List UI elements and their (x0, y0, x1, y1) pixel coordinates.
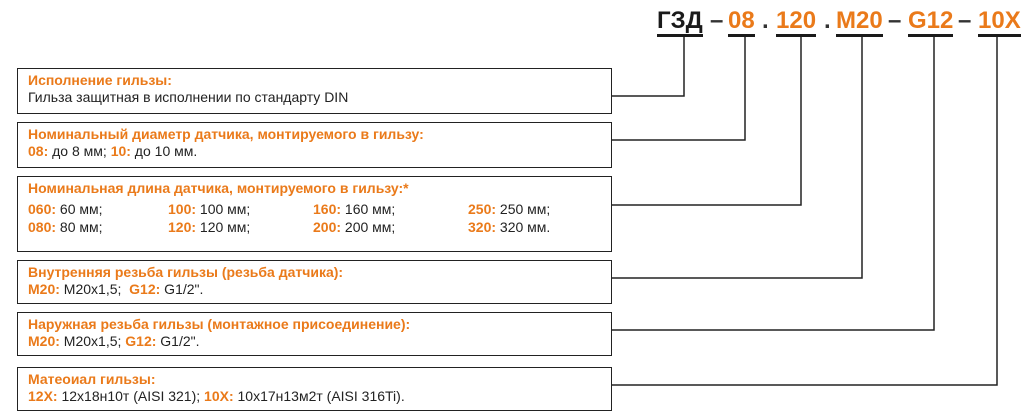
code-dot: . (824, 7, 831, 34)
option-code: 250: (468, 201, 497, 217)
box-text: 08: до 8 мм; 10: до 10 мм. (28, 143, 601, 160)
box-title: Матеоиал гильзы: (28, 371, 156, 387)
option-code: M20: (28, 333, 60, 349)
option-code: 100: (168, 201, 197, 217)
box-text: M20: M20x1,5; G12: G1/2". (28, 333, 601, 350)
length-option: 120: 120 мм; (168, 219, 250, 236)
option-code: 080: (28, 219, 57, 235)
box-sensor-diameter: Номинальный диаметр датчика, монтируемог… (17, 122, 612, 168)
code-length: 120 (776, 8, 817, 37)
box-title: Исполнение гильзы: (28, 72, 172, 88)
code-prefix: ГЗД (657, 8, 703, 37)
connector-prefix (612, 36, 685, 97)
box-title: Номинальный диаметр датчика, монтируемог… (28, 126, 424, 142)
option-text: до 10 мм. (130, 143, 198, 159)
box-text: M20: M20x1,5; G12: G1/2". (28, 281, 601, 298)
box-text: 12X: 12х18н10т (AISI 321); 10X: 10х17н13… (28, 388, 601, 405)
option-text: 160 мм; (341, 201, 396, 217)
length-option: 250: 250 мм; (468, 201, 550, 218)
option-text: 12х18н10т (AISI 321); (57, 388, 205, 404)
option-code: 060: (28, 201, 57, 217)
option-code: 160: (313, 201, 342, 217)
length-option: 080: 80 мм; (28, 219, 103, 236)
option-code: 08: (28, 143, 49, 159)
length-option: 160: 160 мм; (313, 201, 395, 218)
code-diameter: 08 (728, 8, 755, 37)
option-text: 120 мм; (196, 219, 251, 235)
option-text: 60 мм; (56, 201, 103, 217)
option-text: M20x1,5; (59, 333, 126, 349)
box-text: Гильза защитная в исполнении по стандарт… (28, 89, 349, 105)
connector-inner-thread (612, 36, 863, 279)
connector-outer-thread (612, 36, 935, 331)
option-text: до 8 мм; (48, 143, 111, 159)
length-options: 060: 60 мм; 100: 100 мм; 160: 160 мм; 25… (28, 201, 601, 237)
connector-material (612, 36, 998, 386)
option-text: 320 мм. (496, 219, 551, 235)
length-option: 200: 200 мм; (313, 219, 395, 236)
option-text: 100 мм; (196, 201, 251, 217)
box-material: Матеоиал гильзы: 12X: 12х18н10т (AISI 32… (17, 367, 612, 411)
option-code: 200: (313, 219, 342, 235)
code-dash: – (888, 7, 902, 34)
option-text: 250 мм; (496, 201, 551, 217)
option-code: G12: (129, 281, 161, 297)
option-text: 80 мм; (56, 219, 103, 235)
option-code: 10X: (204, 388, 234, 404)
option-code: 10: (110, 143, 131, 159)
box-title: Наружная резьба гильзы (монтажное присое… (28, 316, 411, 332)
code-material: 10X (978, 8, 1021, 37)
length-option: 060: 60 мм; (28, 201, 103, 218)
code-inner-thread: M20 (836, 8, 883, 37)
box-inner-thread: Внутренняя резьба гильзы (резьба датчика… (17, 260, 612, 304)
connector-length (612, 36, 802, 206)
box-outer-thread: Наружная резьба гильзы (монтажное присое… (17, 312, 612, 356)
code-dash: – (710, 7, 724, 34)
option-text: 10х17н13м2т (AISI 316Ti). (233, 388, 405, 404)
option-code: M20: (28, 281, 60, 297)
option-code: G12: (125, 333, 157, 349)
box-sensor-length: Номинальная длина датчика, монтируемого … (17, 176, 612, 252)
connector-diameter (612, 36, 746, 141)
box-title: Номинальная длина датчика, монтируемого … (28, 180, 409, 196)
box-sleeve-design: Исполнение гильзы: Гильза защитная в исп… (17, 68, 612, 114)
length-option: 100: 100 мм; (168, 201, 250, 218)
option-code: 120: (168, 219, 197, 235)
option-text: 200 мм; (341, 219, 396, 235)
length-option: 320: 320 мм. (468, 219, 550, 236)
code-outer-thread: G12 (908, 8, 954, 37)
option-text: G1/2". (156, 333, 200, 349)
code-dash: – (958, 7, 972, 34)
box-title: Внутренняя резьба гильзы (резьба датчика… (28, 264, 344, 280)
option-code: 12X: (28, 388, 58, 404)
code-dot: . (762, 7, 769, 34)
option-text: G1/2". (160, 281, 204, 297)
option-text: M20x1,5; (59, 281, 130, 297)
option-code: 320: (468, 219, 497, 235)
